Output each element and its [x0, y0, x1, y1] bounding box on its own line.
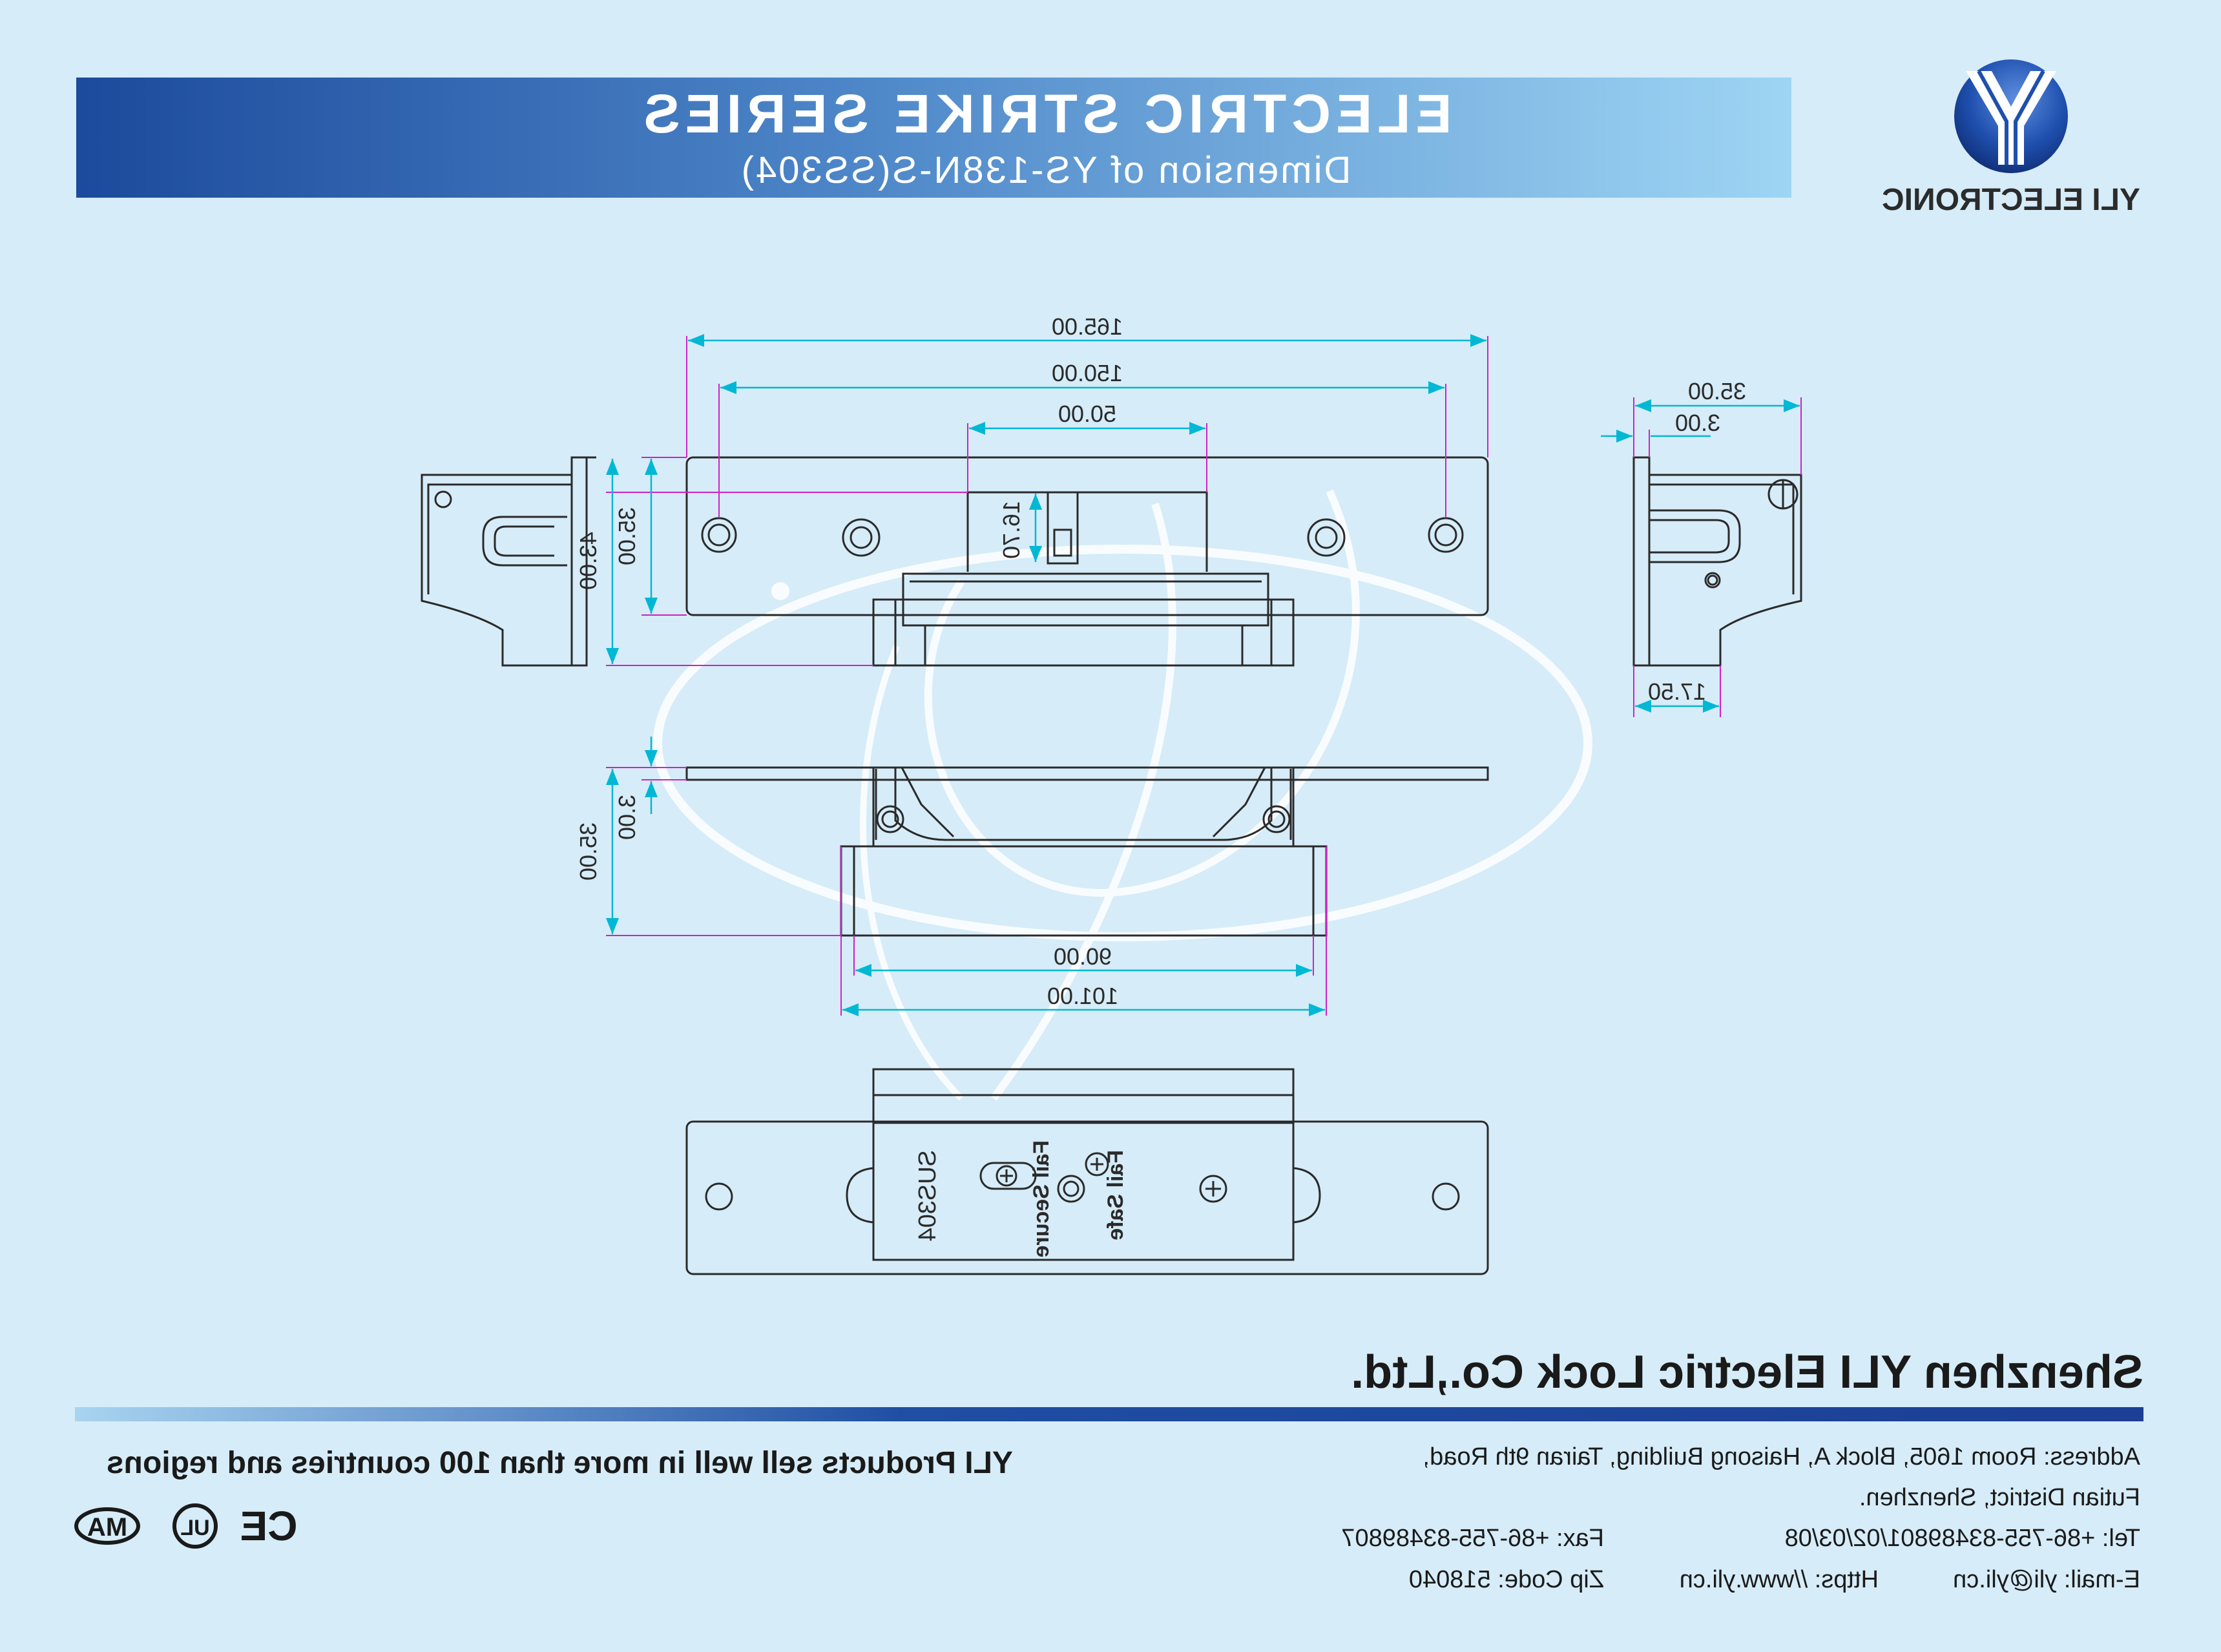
- body-screw-left: [1262, 805, 1291, 833]
- back-mounting-hole-left: [1432, 1182, 1460, 1211]
- ul-mark-text: UL: [180, 1516, 209, 1540]
- ce-mark-icon: CE: [240, 1503, 298, 1549]
- screw-head-left: [1307, 518, 1346, 557]
- dim-window-width: 50.00: [1058, 401, 1116, 427]
- back-mounting-hole-right: [705, 1182, 733, 1211]
- footer-stripe: [75, 1407, 2143, 1421]
- dim-body-outer-width: 101.00: [1047, 983, 1118, 1009]
- dim-body-depth: 35.00: [575, 822, 601, 881]
- back-view-drawing: [685, 1068, 1489, 1275]
- footer: Shenzhen YLI Electric Lock Co.,Ltd. Addr…: [74, 1346, 2143, 1593]
- mode-switch-center: [1057, 1175, 1085, 1203]
- dim-plate-thickness: 3.00: [1675, 410, 1720, 436]
- tel-text: Tel: +86-755-83489801/02/03/08: [1785, 1525, 2140, 1552]
- mounting-hole-left: [1428, 517, 1464, 553]
- dim-plate-height: 35.00: [614, 507, 640, 565]
- front-view-drawing: [685, 456, 1489, 667]
- mounting-hole-right: [701, 517, 737, 553]
- dim-flange-thickness: 3.00: [614, 795, 640, 840]
- back-view-labels: Fail Safe Fail Secure SUS304: [914, 1140, 1128, 1257]
- company-name: Shenzhen YLI Electric Lock Co.,Ltd.: [1351, 1346, 2143, 1398]
- logo-brand-text: YLI ELECTRONIC: [1882, 183, 2140, 217]
- top-view-drawing: [685, 766, 1489, 937]
- dim-hole-spacing: 150.00: [1052, 360, 1123, 386]
- cma-mark-text: MA: [87, 1513, 127, 1542]
- front-view-dimensions: 165.00 150.00 50.00 16.70 35.00 43.00: [575, 313, 1488, 666]
- address-line-1: Address: Room 1605, Block A, Haisong Bui…: [1423, 1443, 2140, 1470]
- banner-title: ELECTRIC STRIKE SERIES: [639, 83, 1452, 144]
- mode-screw-top: [1085, 1152, 1109, 1176]
- cma-mark-icon: MA: [74, 1507, 140, 1545]
- label-material: SUS304: [914, 1150, 941, 1242]
- email-text: E-mail: yli@yli.cn: [1953, 1566, 2140, 1593]
- company-logo: YLI ELECTRONIC: [1882, 59, 2140, 217]
- fax-text: Fax: +86-755-83489807: [1341, 1525, 1604, 1552]
- top-view-dimensions: 90.00 101.00 3.00 35.00: [575, 737, 1327, 1016]
- dim-body-inner-width: 90.00: [1054, 943, 1112, 970]
- label-fail-secure: Fail Secure: [1029, 1140, 1054, 1257]
- dim-overall-length: 165.00: [1052, 313, 1123, 340]
- dim-latch-depth: 16.70: [998, 501, 1025, 559]
- back-screw: [1199, 1175, 1227, 1203]
- header-banner: ELECTRIC STRIKE SERIES Dimension of YS-1…: [76, 78, 1791, 198]
- ce-mark-text: CE: [240, 1503, 298, 1549]
- watermark-logo: [653, 489, 1592, 1101]
- side-view-dimensions: 35.00 3.00 17.50: [1601, 378, 1802, 717]
- dim-side-depth: 35.00: [1688, 378, 1746, 404]
- right-side-view-drawing: [1632, 456, 1802, 667]
- address-line-2: Futian District, Shenzhen.: [1859, 1484, 2140, 1511]
- dim-body-height: 43.00: [575, 532, 601, 590]
- body-screw-right: [876, 805, 904, 833]
- slogan-text: YLI Products sell well in more than 100 …: [107, 1446, 1013, 1480]
- dim-side-lip: 17.50: [1648, 678, 1706, 705]
- left-side-view-drawing: [421, 456, 596, 667]
- screw-head-right: [842, 518, 881, 557]
- certification-marks: MA UL CE: [74, 1503, 298, 1549]
- banner-subtitle: Dimension of YS-138N-S(SS304): [740, 149, 1351, 191]
- zip-text: Zip Code: 518040: [1409, 1566, 1604, 1593]
- mode-slot: [979, 1162, 1037, 1190]
- ul-mark-icon: UL: [172, 1503, 218, 1549]
- label-fail-safe: Fail Safe: [1103, 1150, 1128, 1240]
- web-text: Https: //www.yli.cn: [1680, 1566, 1879, 1593]
